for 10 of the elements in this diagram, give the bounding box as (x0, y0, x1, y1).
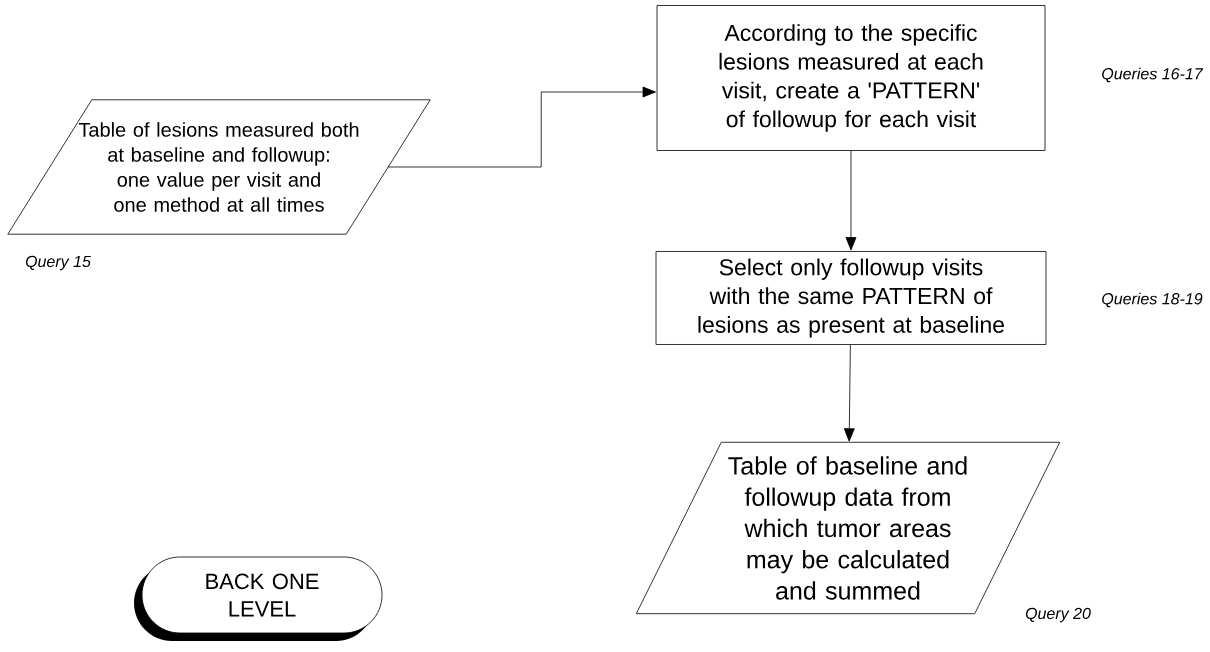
query-note: Queries 16-17 (1102, 67, 1204, 83)
query-note: Queries 18-19 (1102, 292, 1203, 308)
data-parallelogram: Table of lesions measured both at baseline and followup: one value per visit and one method at all times (7, 99, 431, 235)
back-button: BACK ONE LEVEL (134, 556, 383, 641)
arrow (387, 86, 656, 168)
arrow (845, 150, 857, 251)
query-note: Query 15 (25, 255, 91, 271)
arrow (843, 344, 855, 442)
process-box: Select only followup visits with the same PATTERN of lesions as present at baseline (655, 251, 1047, 345)
process-box: According to the specific lesions measured at each visit, create a 'PATTERN' of followup for each visit (656, 5, 1046, 151)
